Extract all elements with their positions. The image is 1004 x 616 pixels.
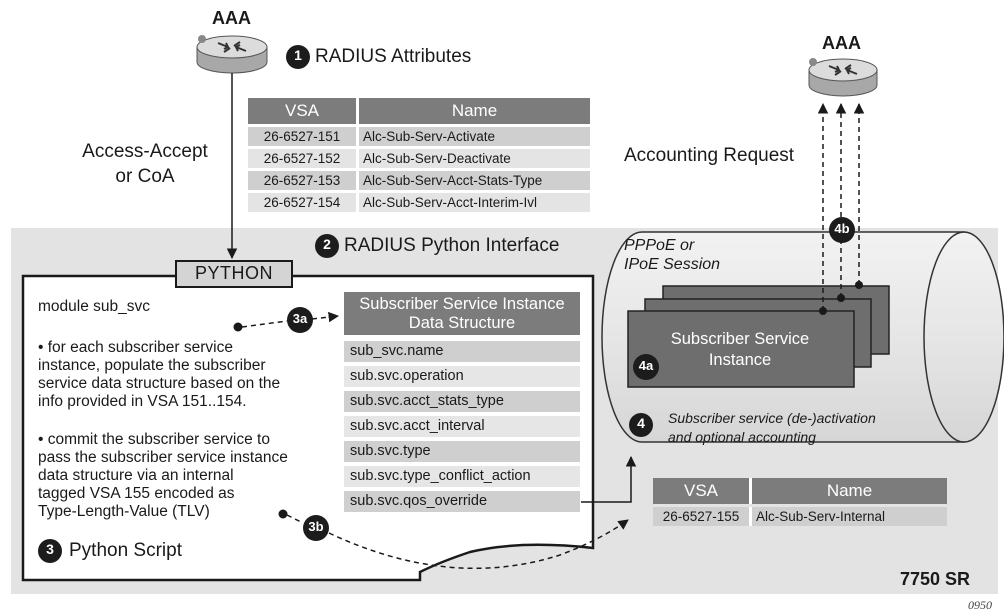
table-row: 26-6527-152 Alc-Sub-Serv-Deactivate	[248, 149, 590, 168]
script-line: pass the subscriber service instance	[38, 449, 288, 466]
data-field: sub.svc.acct_stats_type	[344, 391, 580, 412]
step3b-badge-text: 3b	[308, 519, 324, 534]
script-bullet-2: • commit the subscriber service to pass …	[38, 431, 288, 521]
vsa-column-header: VSA	[248, 98, 359, 124]
name-column-header: Name	[752, 478, 947, 504]
name-column-header: Name	[359, 98, 590, 124]
instance-label-line: Instance	[708, 351, 772, 369]
step4-label: Subscriber service (de-)activation and o…	[668, 409, 876, 447]
python-tab	[175, 260, 293, 288]
data-field: sub.svc.qos_override	[344, 491, 580, 512]
access-accept-label: Access-Accept or CoA	[70, 139, 220, 189]
script-line: data structure via an internal	[38, 467, 234, 484]
vsa-table-top-header: VSA Name	[248, 98, 590, 124]
name-cell: Alc-Sub-Serv-Acct-Stats-Type	[359, 171, 590, 190]
accounting-request-label: Accounting Request	[624, 145, 795, 166]
data-field: sub.svc.type_conflict_action	[344, 466, 580, 487]
data-structure-title-line: Data Structure	[408, 314, 516, 332]
instance-label: Subscriber Service Instance	[640, 329, 840, 371]
module-name: module sub_svc	[38, 298, 151, 315]
step4b-badge-text: 4b	[834, 221, 850, 236]
script-line: • commit the subscriber service to	[38, 431, 270, 448]
step1-badge	[286, 45, 310, 69]
step4-badge	[629, 413, 653, 437]
instance-card-front	[627, 310, 855, 388]
step4-badge-text: 4	[637, 415, 645, 431]
access-accept-line2: or CoA	[115, 166, 175, 187]
step1-badge-text: 1	[294, 47, 302, 63]
figure-id: 0950	[968, 598, 992, 612]
session-label: PPPoE or IPoE Session	[624, 236, 720, 274]
script-line: instance, populate the subscriber	[38, 357, 266, 374]
python-tab-label: PYTHON	[194, 263, 273, 283]
session-label-line: PPPoE or	[624, 237, 695, 254]
script-line: Type-Length-Value (TLV)	[38, 503, 210, 520]
table-row: 26-6527-153 Alc-Sub-Serv-Acct-Stats-Type	[248, 171, 590, 190]
router-icon-right	[808, 58, 878, 97]
step3-badge	[38, 539, 62, 563]
vsa-cell: 26-6527-154	[248, 193, 359, 212]
vsa-cell: 26-6527-153	[248, 171, 359, 190]
vsa-column-header: VSA	[653, 478, 752, 504]
step3b-badge	[303, 515, 329, 541]
step1-label: RADIUS Attributes	[315, 46, 472, 67]
table-row: 26-6527-151 Alc-Sub-Serv-Activate	[248, 127, 590, 146]
step4b-badge	[829, 217, 855, 243]
script-line: info provided in VSA 151..154.	[38, 393, 247, 410]
step3-label: Python Script	[69, 540, 182, 561]
script-line: tagged VSA 155 encoded as	[38, 485, 235, 502]
data-field: sub.svc.acct_interval	[344, 416, 580, 437]
step2-badge	[315, 234, 339, 258]
aaa-right-label: AAA	[822, 33, 861, 53]
access-accept-line1: Access-Accept	[82, 141, 208, 162]
device-label: 7750 SR	[900, 569, 971, 589]
name-cell: Alc-Sub-Serv-Internal	[752, 507, 947, 526]
name-cell: Alc-Sub-Serv-Activate	[359, 127, 590, 146]
data-field: sub_svc.name	[344, 341, 580, 362]
step3a-arrow	[241, 316, 338, 328]
data-structure-title-line: Subscriber Service Instance	[359, 295, 565, 313]
script-bullet-1: • for each subscriber service instance, …	[38, 339, 280, 411]
step2-badge-text: 2	[323, 236, 331, 252]
router-icon-left	[196, 35, 268, 74]
step3a-badge	[287, 307, 313, 333]
vsa-table-bottom: VSA Name 26-6527-155 Alc-Sub-Serv-Intern…	[653, 475, 947, 529]
table-row: 26-6527-154 Alc-Sub-Serv-Acct-Interim-Iv…	[248, 193, 590, 212]
data-field: sub.svc.type	[344, 441, 580, 462]
step4a-badge-text: 4a	[638, 358, 654, 373]
step4a-badge	[633, 354, 659, 380]
data-structure-header: Subscriber Service Instance Data Structu…	[344, 292, 580, 335]
vsa-cell: 26-6527-152	[248, 149, 359, 168]
table-row: 26-6527-155 Alc-Sub-Serv-Internal	[653, 507, 947, 526]
step4-label-line: and optional accounting	[668, 429, 816, 445]
step3a-badge-text: 3a	[292, 311, 308, 326]
step4-label-line: Subscriber service (de-)activation	[668, 410, 876, 426]
data-to-session-arrow	[581, 455, 637, 503]
step2-label: RADIUS Python Interface	[344, 235, 560, 256]
data-field: sub.svc.operation	[344, 366, 580, 387]
vsa-table-bottom-header: VSA Name	[653, 478, 947, 504]
name-cell: Alc-Sub-Serv-Deactivate	[359, 149, 590, 168]
aaa-left-label: AAA	[212, 8, 251, 28]
vsa-cell: 26-6527-151	[248, 127, 359, 146]
script-line: service data structure based on the	[38, 375, 281, 392]
session-label-line: IPoE Session	[624, 256, 721, 273]
instance-label-line: Subscriber Service	[670, 330, 810, 348]
step3-badge-text: 3	[46, 541, 54, 557]
vsa-table-top: VSA Name 26-6527-151 Alc-Sub-Serv-Activa…	[248, 95, 590, 215]
script-line: • for each subscriber service	[38, 339, 233, 356]
name-cell: Alc-Sub-Serv-Acct-Interim-Ivl	[359, 193, 590, 212]
step3b-arrow	[286, 515, 628, 570]
vsa-cell: 26-6527-155	[653, 507, 752, 526]
